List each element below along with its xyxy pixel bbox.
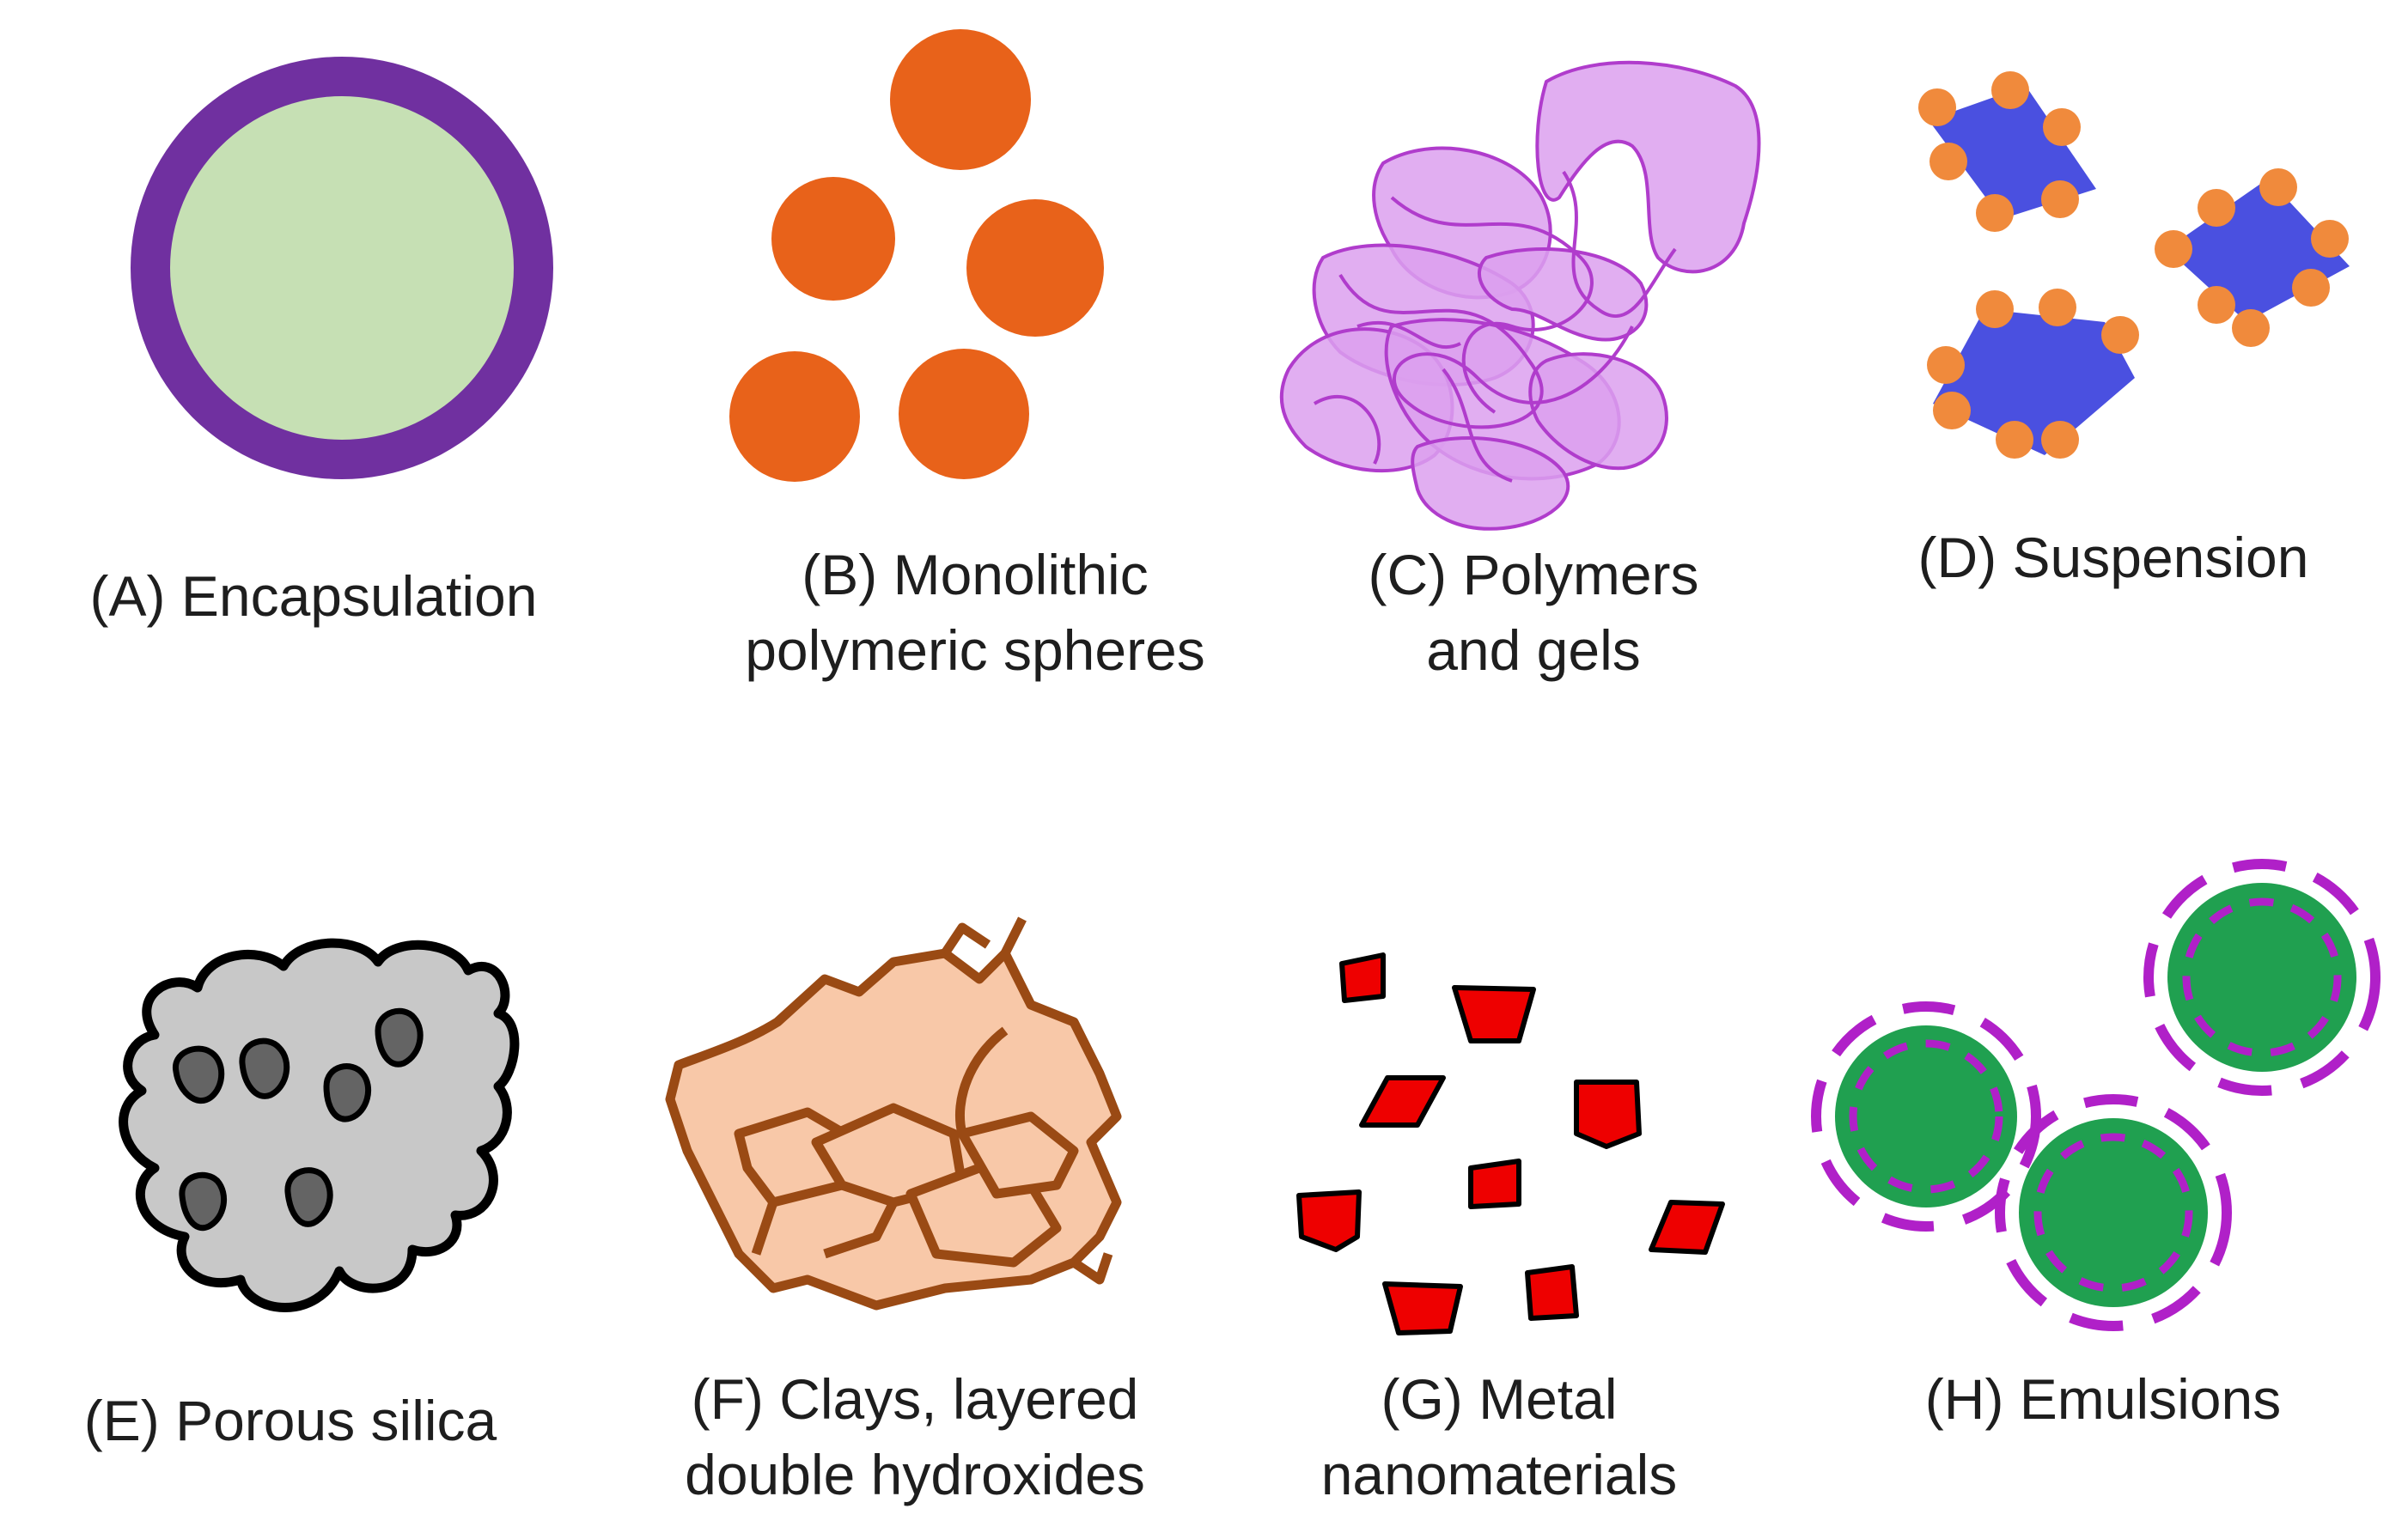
- emulsion-droplet: [1995, 1094, 2232, 1331]
- caption-clays-layered-double-hydroxides: (F) Clays, layered double hydroxides: [685, 1367, 1145, 1506]
- caption-polymers-and-gels: (C) Polymers and gels: [1368, 543, 1699, 682]
- suspension-particle: [2155, 168, 2350, 347]
- encapsulation-capsule: [131, 57, 553, 479]
- monolithic-sphere: [729, 351, 860, 482]
- emulsion-droplets: [1811, 859, 2381, 1331]
- metal-nanoparticle: [1359, 1075, 1446, 1128]
- emulsion-droplet: [2143, 859, 2381, 1096]
- suspension-particles: [1918, 71, 2350, 459]
- clay-edge: [751, 916, 1113, 1285]
- clay-platelet: [957, 1111, 1079, 1199]
- silica-pore: [375, 1007, 424, 1068]
- caption-encapsulation: (A) Encapsulation: [89, 564, 538, 628]
- silica-pore: [239, 1037, 290, 1099]
- caption-metal-nanomaterials: (G) Metal nanomaterials: [1320, 1367, 1678, 1506]
- polymer-gel-blob: [1528, 352, 1668, 471]
- caption-suspension: (D) Suspension: [1917, 526, 2309, 589]
- porous-silica-particle: [119, 938, 520, 1312]
- metal-nanoparticle: [1649, 1200, 1725, 1255]
- suspension-particle: [1927, 289, 2139, 459]
- monolithic-sphere: [899, 349, 1029, 479]
- polymer-gel-strand: [1562, 170, 1677, 318]
- polymer-gel-strand: [1313, 320, 1513, 483]
- monolithic-spheres: [729, 29, 1104, 482]
- silica-pore: [179, 1171, 227, 1232]
- monolithic-sphere: [890, 29, 1031, 170]
- metal-nanoparticle: [1468, 1159, 1521, 1209]
- metal-nanoparticle: [1382, 1281, 1463, 1335]
- metal-nanoparticle: [1339, 952, 1386, 1003]
- polymer-gel-blob: [1477, 247, 1649, 342]
- emulsion-droplet: [1811, 1001, 2041, 1232]
- metal-nanoparticle: [1296, 1189, 1362, 1252]
- caption-emulsions: (H) Emulsions: [1924, 1367, 2282, 1431]
- polymer-gel-blob: [1535, 60, 1761, 274]
- metal-nanoparticle: [1452, 985, 1536, 1043]
- monolithic-sphere: [771, 177, 895, 301]
- silica-body: [119, 938, 520, 1312]
- monolithic-sphere: [966, 199, 1104, 337]
- caption-monolithic-polymeric-spheres: (B) Monolithic polymeric spheres: [745, 543, 1205, 682]
- encapsulation-core: [170, 96, 514, 440]
- polymer-gel-blob: [1411, 436, 1570, 531]
- metal-nanoparticles: [1296, 952, 1725, 1335]
- metal-nanoparticle: [1574, 1080, 1642, 1149]
- silica-pore: [173, 1045, 225, 1104]
- silica-pore: [284, 1167, 333, 1227]
- clay-platelets: [665, 916, 1122, 1311]
- polymer-gel-strand: [1338, 273, 1634, 429]
- caption-porous-silica: (E) Porous silica: [83, 1389, 497, 1452]
- suspension-particle: [1918, 71, 2096, 232]
- polymer-gel-network: [1279, 60, 1761, 531]
- silica-pore: [323, 1063, 372, 1122]
- metal-nanoparticle: [1525, 1264, 1579, 1321]
